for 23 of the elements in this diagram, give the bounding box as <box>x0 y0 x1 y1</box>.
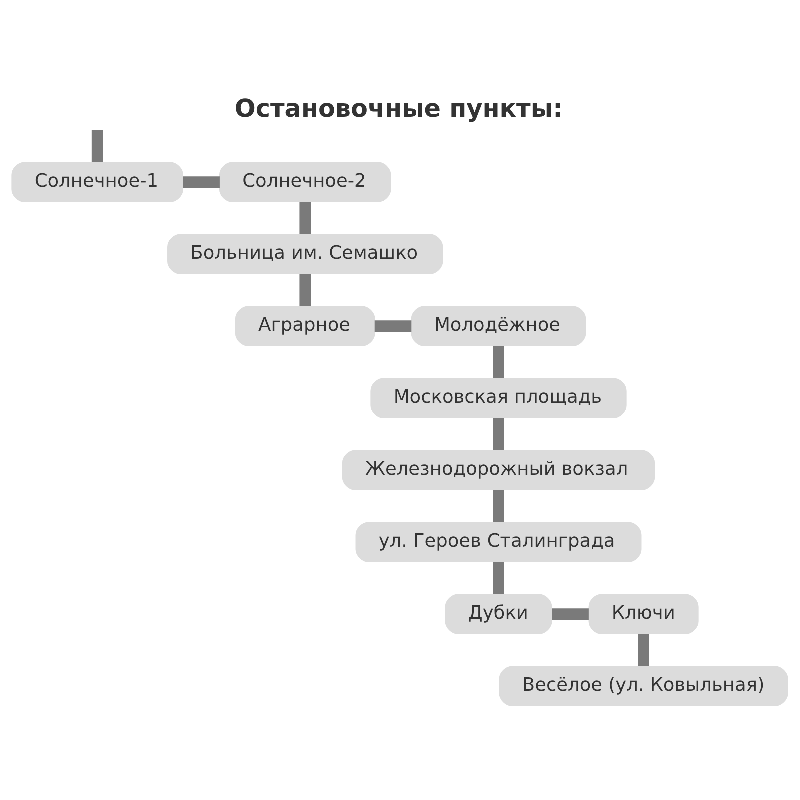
node-box: Ключи <box>588 594 699 634</box>
node-box: Весёлое (ул. Ковыльная) <box>499 666 788 706</box>
connector <box>493 346 504 378</box>
connector <box>374 320 412 332</box>
node-box: Железнодорожный вокзал <box>342 450 656 490</box>
node-box: Московская площадь <box>370 378 627 418</box>
connector <box>300 202 312 234</box>
node-box: Солнечное-1 <box>12 162 184 202</box>
node-box: Аграрное <box>235 306 376 346</box>
connector <box>300 274 312 306</box>
connector <box>493 418 504 450</box>
node-box: ул. Героев Сталинграда <box>356 522 642 562</box>
diagram-title: Остановочные пункты: <box>234 94 564 123</box>
connector <box>92 130 104 162</box>
node-box: Дубки <box>445 594 552 634</box>
node-box: Молодёжное <box>411 306 586 346</box>
node-box: Солнечное-2 <box>219 162 392 202</box>
connector <box>638 634 650 667</box>
connector <box>493 562 504 594</box>
connector <box>183 176 220 188</box>
connector <box>552 608 589 620</box>
connector <box>493 490 504 522</box>
node-box: Больница им. Семашко <box>168 234 444 274</box>
